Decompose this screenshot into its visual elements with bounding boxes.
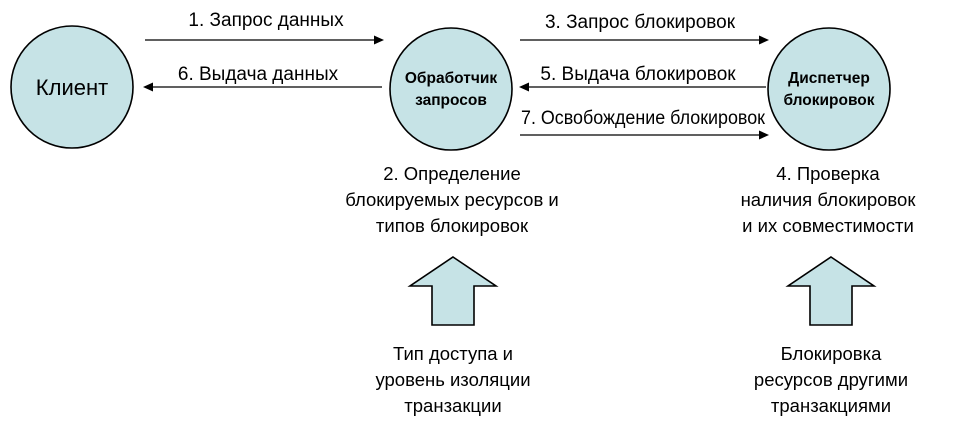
lock-manager-label-line2: блокировок (783, 92, 874, 109)
input-left-line2: уровень изоляции (375, 369, 530, 390)
step-2-line2: блокируемых ресурсов и (345, 189, 559, 210)
client-circle (10, 25, 134, 149)
input-arrow-left (407, 256, 499, 326)
step-4-line3: и их совместимости (742, 215, 914, 236)
arrow-request-locks: 3. Запрос блокировок (520, 12, 769, 45)
input-right-line2: ресурсов другими (754, 369, 908, 390)
arrow-request-data: 1. Запрос данных (145, 10, 384, 45)
label-deliver-locks: 5. Выдача блокировок (540, 64, 736, 85)
input-left-text: Тип доступа и уровень изоляции транзакци… (375, 343, 530, 416)
handler-label-line1: Обработчик (405, 70, 497, 87)
step-2-description: 2. Определение блокируемых ресурсов и ти… (345, 163, 559, 236)
input-left-line3: транзакции (404, 395, 501, 416)
input-arrow-right (785, 256, 877, 326)
input-right-line1: Блокировка (781, 343, 883, 364)
input-left-line1: Тип доступа и (393, 343, 513, 364)
lock-manager-node: Диспетчер блокировок (767, 27, 891, 151)
client-label: Клиент (36, 75, 108, 100)
input-right-line3: транзакциями (771, 395, 891, 416)
lock-manager-label-line1: Диспетчер (788, 70, 870, 87)
arrow-deliver-data: 6. Выдача данных (143, 64, 382, 92)
label-release-locks: 7. Освобождение блокировок (521, 108, 766, 129)
step-4-line1: 4. Проверка (776, 163, 880, 184)
label-request-locks: 3. Запрос блокировок (545, 12, 736, 33)
label-deliver-data: 6. Выдача данных (178, 64, 339, 85)
label-request-data: 1. Запрос данных (188, 10, 344, 31)
arrow-deliver-locks: 5. Выдача блокировок (519, 64, 766, 92)
handler-node: Обработчик запросов (389, 27, 513, 151)
lock-manager-circle (767, 27, 891, 151)
handler-label-line2: запросов (415, 92, 487, 109)
step-2-line3: типов блокировок (376, 215, 529, 236)
step-4-line2: наличия блокировок (741, 189, 917, 210)
input-right-text: Блокировка ресурсов другими транзакциями (754, 343, 908, 416)
handler-circle (389, 27, 513, 151)
arrow-release-locks: 7. Освобождение блокировок (520, 108, 769, 140)
step-4-description: 4. Проверка наличия блокировок и их совм… (741, 163, 917, 236)
client-node: Клиент (10, 25, 134, 149)
step-2-line1: 2. Определение (383, 163, 521, 184)
